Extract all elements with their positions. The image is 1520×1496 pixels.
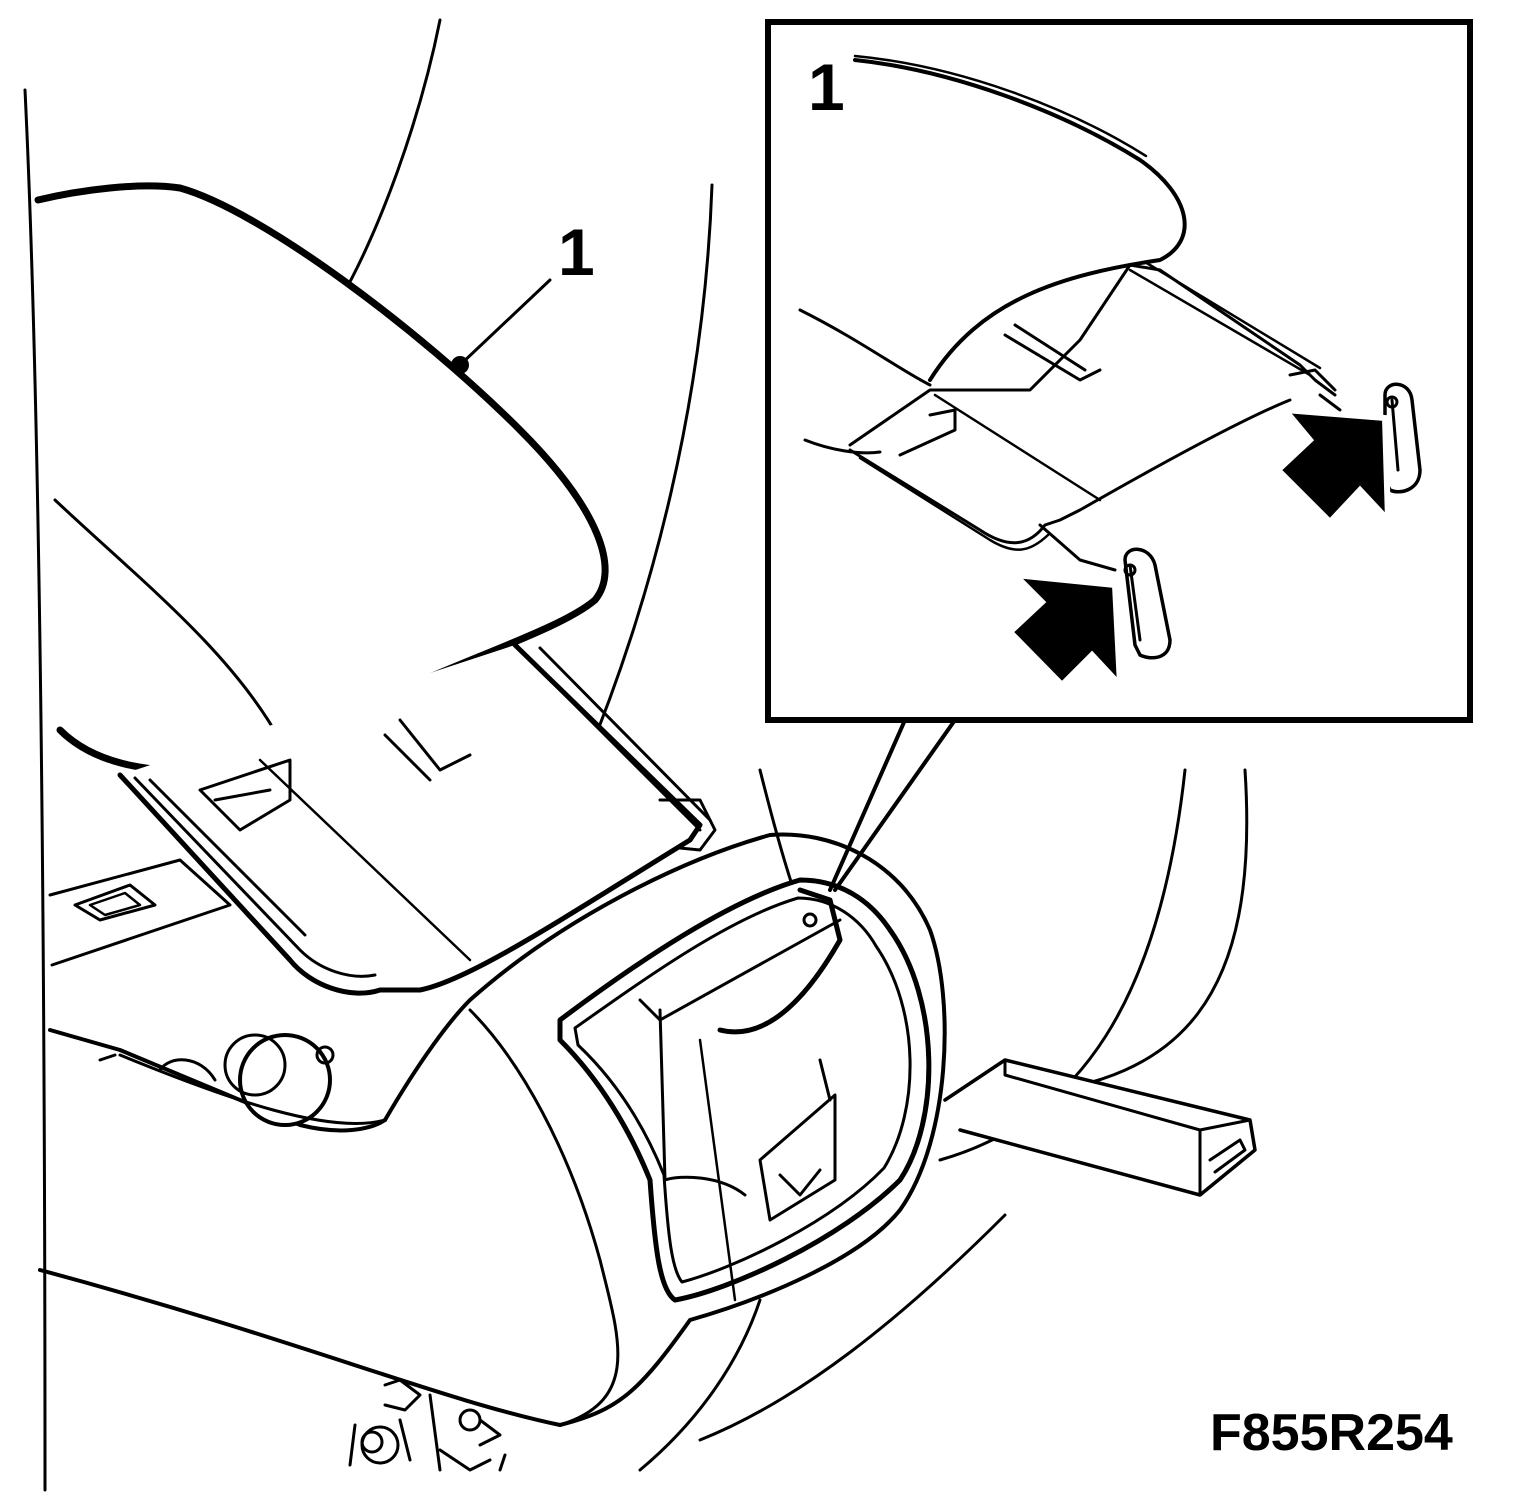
small-screw: [315, 1045, 335, 1065]
seat-back-curve-1: [338, 18, 442, 302]
inset-callout-1-label: 1: [808, 50, 845, 124]
console-body: [38, 832, 947, 1427]
mounting-hardware: [348, 1378, 507, 1472]
inset-lid: [853, 58, 1187, 382]
callout-1-dot: [451, 356, 469, 374]
main-view: [23, 18, 1257, 1492]
seat-rail: [943, 1058, 1257, 1197]
arrow-icon-left: [1005, 571, 1124, 694]
round-fitting-1: [238, 1033, 332, 1127]
detail-inset: [765, 19, 1473, 723]
right-seat-curve-4: [698, 1213, 1007, 1442]
arrow-icon-right: [1273, 406, 1392, 528]
callout-1-leader: [458, 278, 552, 367]
console-floor: [48, 858, 387, 1133]
zoom-pointer: [828, 718, 957, 892]
cupholder-frame: [557, 877, 932, 1303]
figure-code: F855R254: [1210, 1404, 1453, 1462]
inset-frame: [765, 19, 1473, 723]
callout-1-label: 1: [558, 215, 595, 289]
clip-pin-left: [1123, 547, 1172, 660]
right-seat-curve-3: [1018, 768, 1249, 1097]
left-edge-line: [23, 88, 47, 1492]
storage-compartment: [117, 642, 717, 996]
lower-seat-curve: [638, 1298, 762, 1472]
round-fitting-2: [223, 1033, 287, 1097]
